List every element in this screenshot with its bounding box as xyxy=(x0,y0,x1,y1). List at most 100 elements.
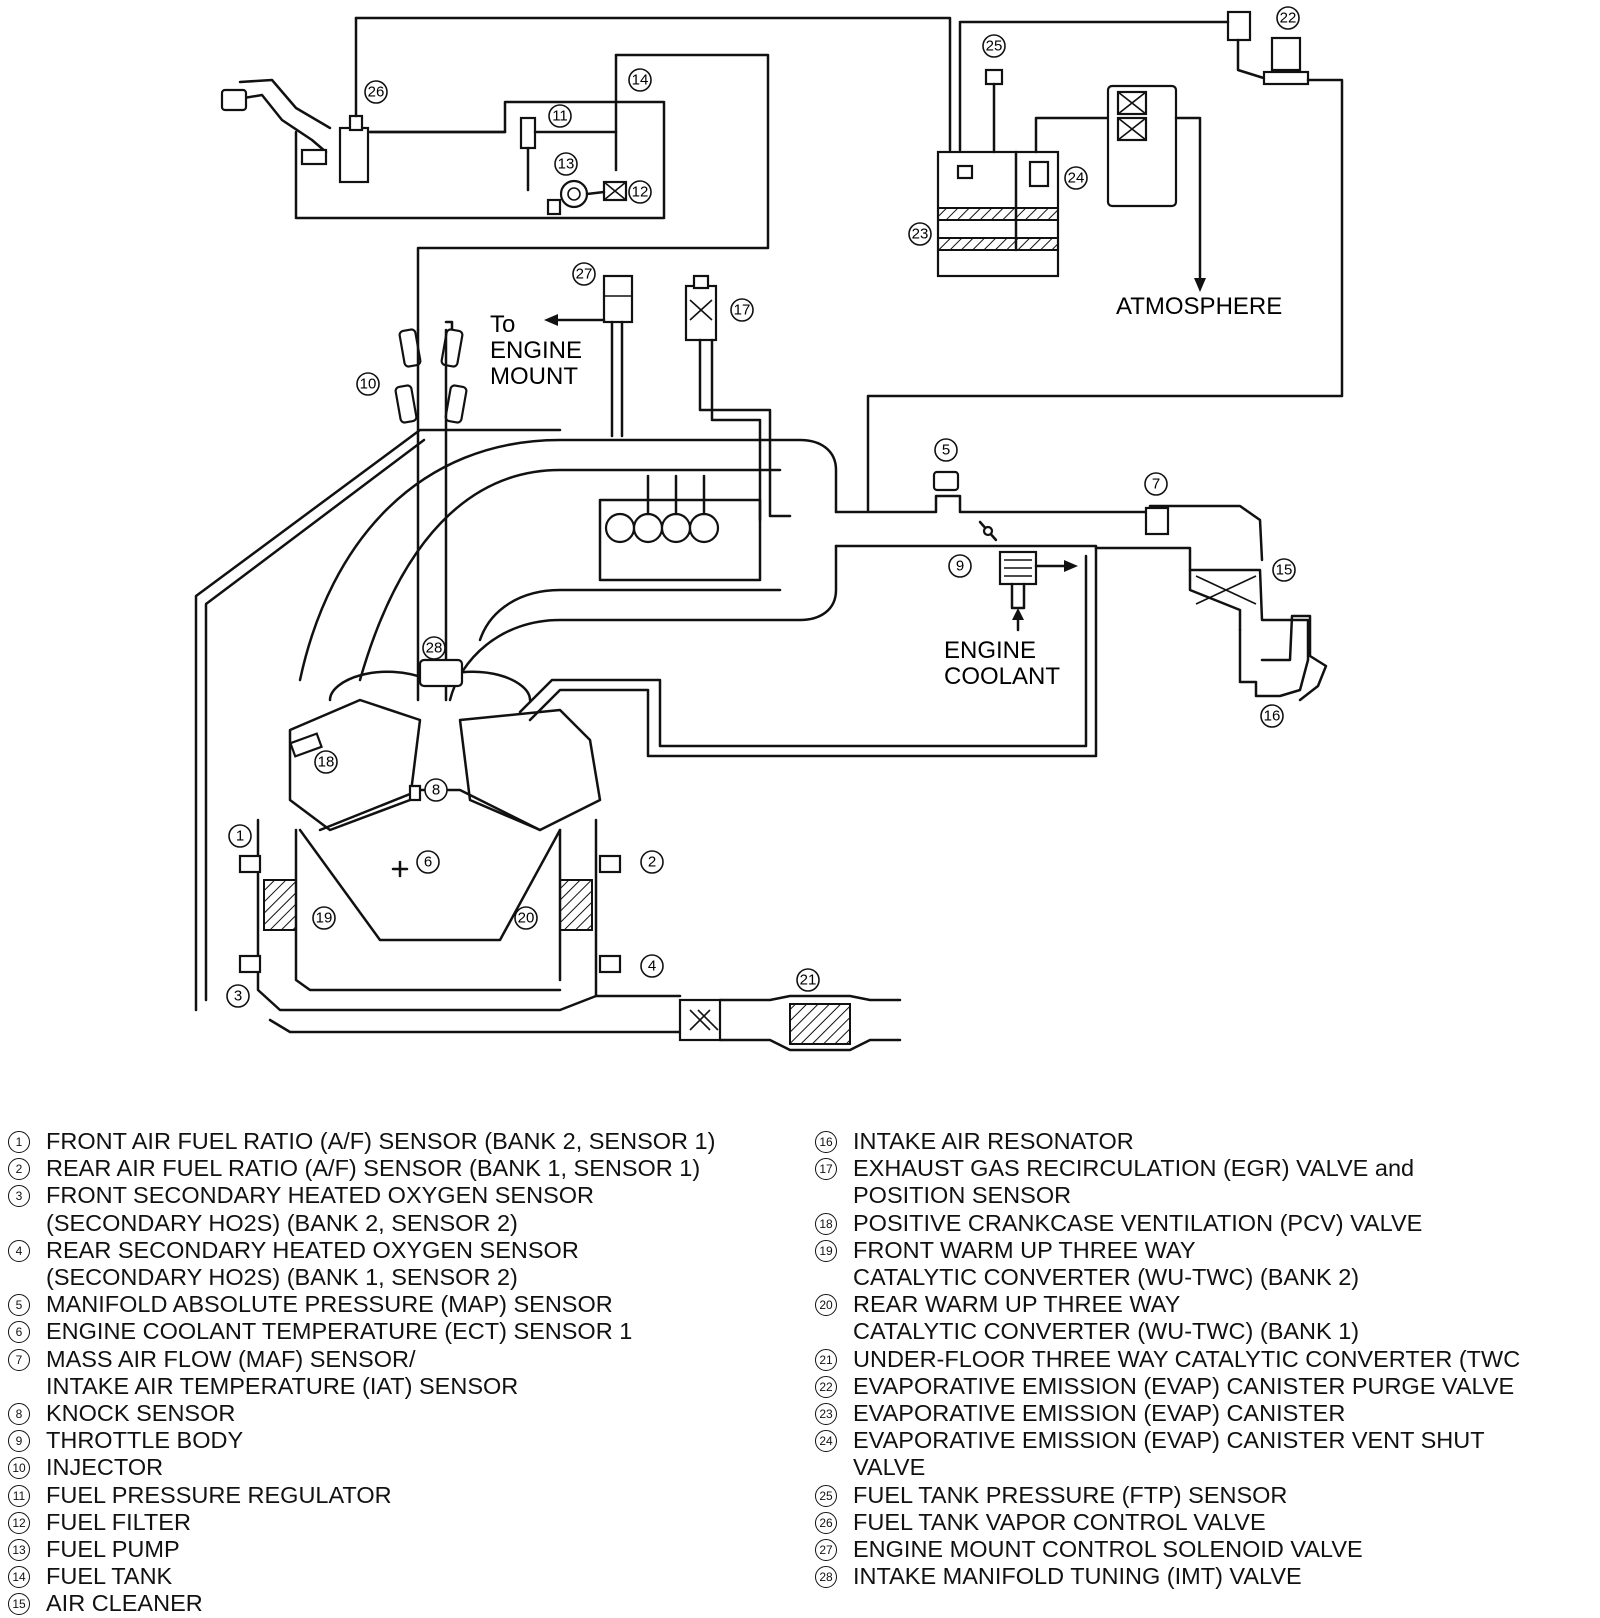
callout-5: 5 xyxy=(934,438,958,462)
cylinder-head-right xyxy=(458,708,602,832)
engine-block xyxy=(298,828,562,942)
svg-text:7: 7 xyxy=(1152,476,1160,493)
ect-sensor xyxy=(391,860,409,878)
legend-number: 7 xyxy=(8,1348,30,1371)
svg-text:8: 8 xyxy=(432,782,440,799)
intake-air-resonator xyxy=(1260,614,1328,702)
callout-28: 28 xyxy=(422,636,446,660)
legend-text: FRONT AIR FUEL RATIO (A/F) SENSOR (BANK … xyxy=(46,1128,716,1154)
purge-line xyxy=(958,20,1230,152)
svg-text:26: 26 xyxy=(368,84,385,101)
svg-text:4: 4 xyxy=(648,958,656,975)
legend-number: 13 xyxy=(8,1539,30,1562)
legend-text: ENGINE MOUNT CONTROL SOLENOID VALVE xyxy=(853,1536,1363,1563)
legend-text: EVAPORATIVE EMISSION (EVAP) CANISTER xyxy=(853,1400,1346,1427)
engine-coolant-line2: COOLANT xyxy=(944,663,1060,690)
flex-pipe xyxy=(678,998,722,1042)
svg-text:16: 16 xyxy=(1264,708,1281,725)
legend-text: FUEL PRESSURE REGULATOR xyxy=(46,1481,392,1508)
legend-number: 12 xyxy=(8,1511,30,1534)
purge-line-fitting xyxy=(1226,10,1252,42)
legend-number: 14 xyxy=(8,1566,30,1589)
callout-15: 15 xyxy=(1272,558,1296,582)
callout-27: 27 xyxy=(572,262,596,286)
svg-text:23: 23 xyxy=(912,226,929,243)
callout-23: 23 xyxy=(908,222,932,246)
fuel-tank-vapor-control-valve xyxy=(338,126,370,184)
callout-8: 8 xyxy=(424,778,448,802)
legend-item: 26 FUEL TANK VAPOR CONTROL VALVE xyxy=(815,1509,1600,1536)
legend-text: FUEL FILTER xyxy=(46,1508,191,1535)
legend-text: ENGINE COOLANT TEMPERATURE (ECT) SENSOR … xyxy=(46,1318,633,1345)
imt-runner-block xyxy=(598,498,762,582)
legend-text: UNDER-FLOOR THREE WAY CATALYTIC CONVERTE… xyxy=(853,1345,1521,1372)
legend-number: 22 xyxy=(815,1375,837,1398)
map-sensor xyxy=(932,470,960,492)
fuel-pump-strainer xyxy=(546,198,562,216)
to-engine-mount-line1: To xyxy=(490,311,515,338)
legend-text: MASS AIR FLOW (MAF) SENSOR/ INTAKE AIR T… xyxy=(46,1345,519,1399)
legend-item: 6 ENGINE COOLANT TEMPERATURE (ECT) SENSOR… xyxy=(8,1318,803,1345)
callout-4: 4 xyxy=(640,954,664,978)
rear-secondary-ho2s xyxy=(598,954,622,974)
callout-20: 20 xyxy=(514,906,538,930)
legend-number: 19 xyxy=(815,1239,837,1262)
breather-duct xyxy=(528,546,1098,758)
svg-text:11: 11 xyxy=(552,108,568,125)
breather-duct-inner xyxy=(518,554,1088,748)
maf-iat-sensor xyxy=(1144,506,1170,536)
callout-2: 2 xyxy=(640,850,664,874)
legend-number: 4 xyxy=(8,1239,30,1262)
legend-number: 26 xyxy=(815,1511,837,1534)
legend-text: EXHAUST GAS RECIRCULATION (EGR) VALVE an… xyxy=(853,1155,1415,1209)
legend-text: MANIFOLD ABSOLUTE PRESSURE (MAP) SENSOR xyxy=(46,1291,613,1318)
egr-position-sensor xyxy=(692,274,710,290)
legend-number: 9 xyxy=(8,1430,30,1453)
intake-duct-upper xyxy=(834,494,1264,562)
svg-text:5: 5 xyxy=(942,442,950,459)
runner-2 xyxy=(632,512,664,544)
fuel-pressure-regulator xyxy=(519,116,537,150)
exhaust-left-outer xyxy=(256,818,598,1012)
callout-22: 22 xyxy=(1276,6,1300,30)
legend-text: FRONT SECONDARY HEATED OXYGEN SENSOR (SE… xyxy=(46,1182,595,1236)
engine-coolant-line1: ENGINE xyxy=(944,637,1036,664)
legend-number: 28 xyxy=(815,1566,837,1589)
pump-to-filter xyxy=(585,190,606,196)
svg-text:14: 14 xyxy=(632,72,649,89)
callout-26: 26 xyxy=(364,80,388,104)
callout-1: 1 xyxy=(228,824,252,848)
injectors xyxy=(394,328,468,702)
legend-item: 12 FUEL FILTER xyxy=(8,1509,803,1536)
rear-wu-twc xyxy=(559,879,593,931)
fuel-pump xyxy=(559,179,589,209)
pcv-hose-inner xyxy=(204,438,426,1002)
atmosphere-label: ATMOSPHERE xyxy=(1116,293,1282,320)
svg-text:9: 9 xyxy=(956,558,964,575)
canister-port xyxy=(956,164,974,180)
fuel-tank-pressure-sensor xyxy=(984,68,1004,86)
legend-number: 6 xyxy=(8,1321,30,1344)
runner-1 xyxy=(604,512,636,544)
vapor-valve-top xyxy=(348,114,364,132)
legend-number: 15 xyxy=(8,1593,30,1616)
legend-text: FUEL TANK VAPOR CONTROL VALVE xyxy=(853,1508,1266,1535)
legend-text: FUEL PUMP xyxy=(46,1536,180,1563)
egr-pipe-b xyxy=(710,338,762,522)
callout-10: 10 xyxy=(356,372,380,396)
legend-number: 20 xyxy=(815,1294,837,1317)
legend-text: EVAPORATIVE EMISSION (EVAP) CANISTER VEN… xyxy=(853,1427,1485,1481)
atmosphere-arrow-icon xyxy=(1194,278,1206,292)
callout-9: 9 xyxy=(948,554,972,578)
legend-number: 11 xyxy=(8,1484,30,1507)
